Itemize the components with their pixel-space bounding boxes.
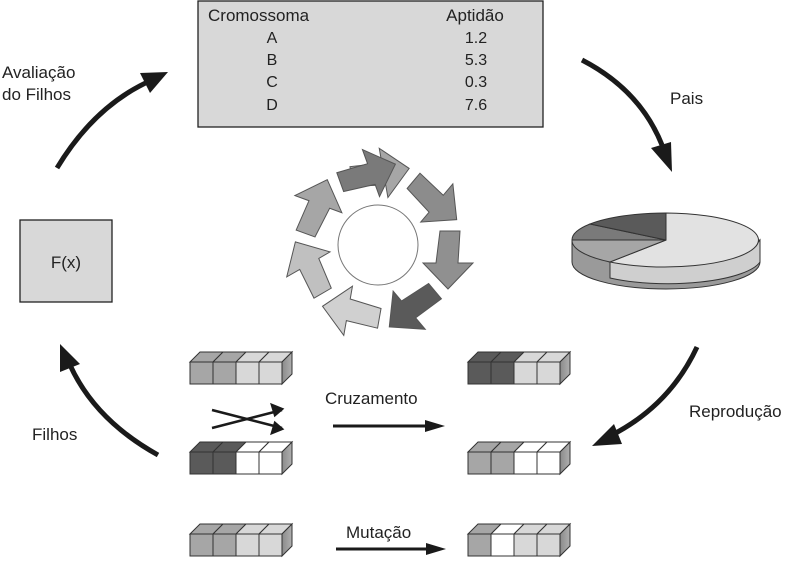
row-c-id: C xyxy=(266,74,278,91)
arrow-children xyxy=(67,363,160,458)
fx-label: F(x) xyxy=(51,253,81,272)
gene-bar-side xyxy=(559,350,571,386)
gene-cell xyxy=(235,533,260,557)
cycle-segment xyxy=(336,148,397,198)
gene-cell xyxy=(467,533,492,557)
gene-cell xyxy=(235,361,260,385)
crossover-x-icon xyxy=(211,402,285,436)
arrow-children-head xyxy=(60,344,80,372)
row-a-value: 1.2 xyxy=(465,30,487,47)
arrow-to-table-head xyxy=(140,72,168,93)
fitness-table: Cromossoma Aptidão A B C D 1.2 5.3 0.3 7… xyxy=(197,0,544,128)
crossover-head-2 xyxy=(270,420,285,436)
label-children: Filhos xyxy=(32,425,77,444)
gene-cell xyxy=(212,533,237,557)
gene-cell xyxy=(467,361,492,385)
gene-cell xyxy=(490,451,515,475)
label-reproduction: Reprodução xyxy=(689,402,782,421)
gene-cell xyxy=(189,451,214,475)
cycle-arrows-icon xyxy=(285,147,475,337)
pie-slice-large xyxy=(608,212,759,268)
header-chromosome: Cromossoma xyxy=(208,6,310,25)
fitness-function-box: F(x) xyxy=(19,219,113,303)
arrow-reproduction xyxy=(610,345,700,438)
gene-cell xyxy=(467,451,492,475)
gene-bar-side xyxy=(281,440,293,476)
label-parents: Pais xyxy=(670,89,703,108)
pie-chart-icon xyxy=(571,212,761,290)
gene-cell xyxy=(513,361,538,385)
mutation-arrow-head xyxy=(426,543,446,555)
gene-bar-side xyxy=(281,522,293,558)
crossover-arrow-head xyxy=(425,420,445,432)
gene-cell xyxy=(513,533,538,557)
gene-cell xyxy=(536,533,561,557)
cycle-segment xyxy=(406,172,458,223)
gene-cell xyxy=(513,451,538,475)
crossover-line-2 xyxy=(211,408,283,430)
row-a-id: A xyxy=(267,30,278,47)
arrow-to-pie xyxy=(580,57,665,146)
gene-cell xyxy=(258,533,283,557)
cycle-segment xyxy=(388,282,443,330)
child-chromosome-2 xyxy=(466,440,572,476)
cycle-center xyxy=(337,204,419,286)
gene-cell xyxy=(490,533,515,557)
crossover-head-1 xyxy=(270,402,285,418)
row-b-value: 5.3 xyxy=(465,52,487,69)
row-c-value: 0.3 xyxy=(465,74,487,91)
child-chromosome-1 xyxy=(466,350,572,386)
gene-cell xyxy=(189,361,214,385)
row-b-id: B xyxy=(267,52,278,69)
gene-cell xyxy=(536,361,561,385)
cycle-segment xyxy=(321,285,382,337)
mutation-before xyxy=(188,522,294,558)
label-mutation: Mutação xyxy=(346,523,411,542)
gene-bar-side xyxy=(281,350,293,386)
gene-cell xyxy=(258,361,283,385)
label-evaluation-1: Avaliação xyxy=(2,63,75,82)
parent-chromosome-1 xyxy=(188,350,294,386)
fx-box xyxy=(19,219,113,303)
gene-cell xyxy=(258,451,283,475)
label-evaluation-2: do Filhos xyxy=(2,85,71,104)
parent-chromosome-2 xyxy=(188,440,294,476)
cycle-segment xyxy=(293,179,343,238)
mutation-after xyxy=(466,522,572,558)
row-d-id: D xyxy=(266,97,278,114)
row-d-value: 7.6 xyxy=(465,97,487,114)
gene-cell xyxy=(235,451,260,475)
gene-cell xyxy=(212,361,237,385)
arrow-to-pie-head xyxy=(651,142,672,172)
cycle-segment xyxy=(421,230,475,290)
pie-slice-dark xyxy=(588,212,667,241)
pie-slice-mid xyxy=(571,239,667,263)
arrow-reproduction-head xyxy=(592,424,622,446)
arrow-to-table xyxy=(54,77,154,170)
gene-cell xyxy=(189,533,214,557)
gene-cell xyxy=(536,451,561,475)
header-fitness: Aptidão xyxy=(446,6,504,25)
cycle-arrows xyxy=(54,57,700,458)
gene-bar-side xyxy=(559,522,571,558)
gene-cell xyxy=(212,451,237,475)
cycle-segment xyxy=(285,241,332,299)
label-crossover: Cruzamento xyxy=(325,389,418,408)
operation-arrows xyxy=(333,420,446,555)
chromosome-bars xyxy=(188,350,572,558)
gene-bar-side xyxy=(559,440,571,476)
gene-cell xyxy=(490,361,515,385)
fitness-table-panel xyxy=(197,0,544,128)
